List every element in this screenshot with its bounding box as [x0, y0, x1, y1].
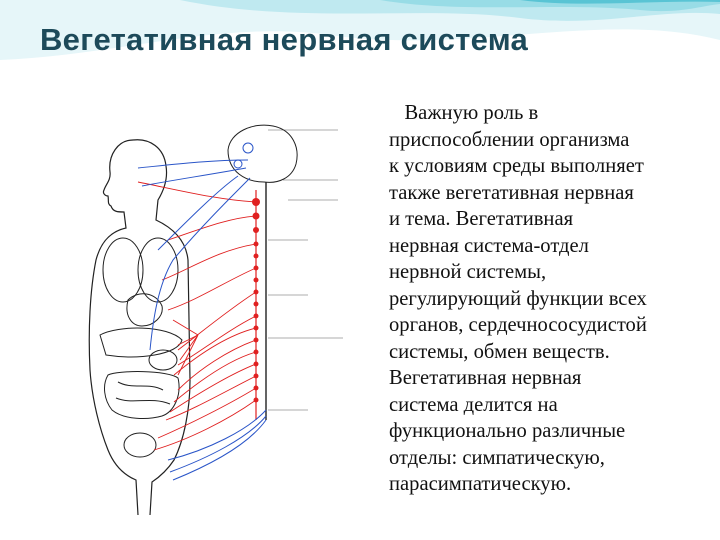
body-line: парасимпатическую. [389, 471, 714, 498]
body-line: Вегетативная нервная [389, 365, 714, 392]
body-line: и тема. Вегетативная [389, 206, 714, 233]
slide-title: Вегетативная нервная система [40, 22, 528, 58]
body-line: нервная система-отдел [389, 233, 714, 260]
intestines [105, 372, 180, 419]
sympathetic-chain [138, 182, 260, 450]
autonomic-nervous-system-illustration [78, 120, 368, 520]
body-line: приспособлении организма [389, 127, 714, 154]
body-outline [89, 140, 190, 515]
left-lung [103, 238, 143, 302]
body-line: также вегетативная нервная [389, 180, 714, 207]
body-line: системы, обмен веществ. [389, 339, 714, 366]
body-line: отделы: симпатическую, [389, 445, 714, 472]
liver [100, 328, 182, 357]
body-line: регулирующий функции всех [389, 286, 714, 313]
body-line: к условиям среды выполняет [389, 153, 714, 180]
body-line: функционально различные [389, 418, 714, 445]
parasympathetic-pathways [138, 143, 266, 480]
body-line: органов, сердечнососудистой [389, 312, 714, 339]
slide-body-text: Важную роль в приспособлении организма к… [389, 100, 714, 498]
brain [228, 125, 297, 182]
body-line: система делится на [389, 392, 714, 419]
bladder [124, 433, 156, 457]
right-lung [138, 238, 178, 302]
figure-labels [268, 130, 343, 410]
body-line: Важную роль в [389, 100, 714, 127]
body-line: нервной системы, [389, 259, 714, 286]
